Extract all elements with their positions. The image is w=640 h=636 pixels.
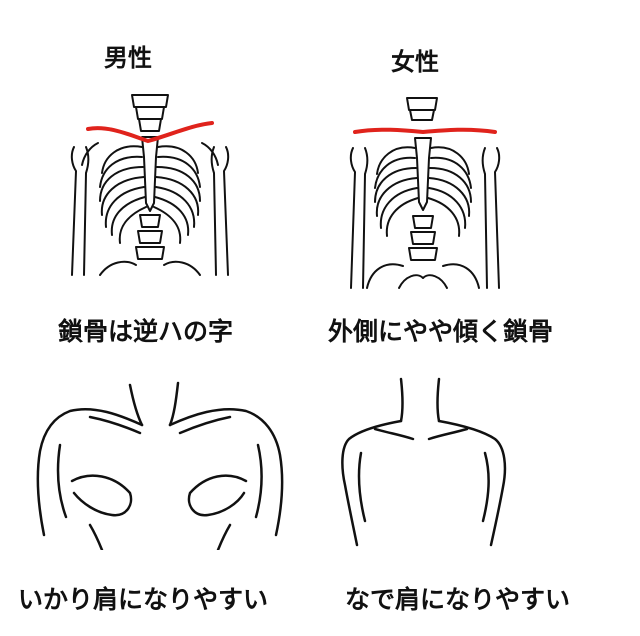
female-skeleton-illustration	[349, 97, 501, 289]
female-torso-illustration	[341, 377, 507, 547]
male-skeleton-caption: 鎖骨は逆ハの字	[58, 317, 234, 346]
male-title: 男性	[104, 44, 152, 72]
male-skeleton-illustration	[70, 94, 230, 276]
female-title: 女性	[391, 48, 439, 76]
male-clavicle-highlight	[86, 121, 214, 144]
female-torso-caption: なで肩になりやすい	[345, 585, 571, 614]
male-torso-illustration	[36, 381, 284, 550]
male-torso-caption: いかり肩になりやすい	[18, 585, 269, 614]
female-skeleton-caption: 外側にやや傾く鎖骨	[328, 317, 554, 346]
female-clavicle-highlight	[353, 127, 497, 135]
